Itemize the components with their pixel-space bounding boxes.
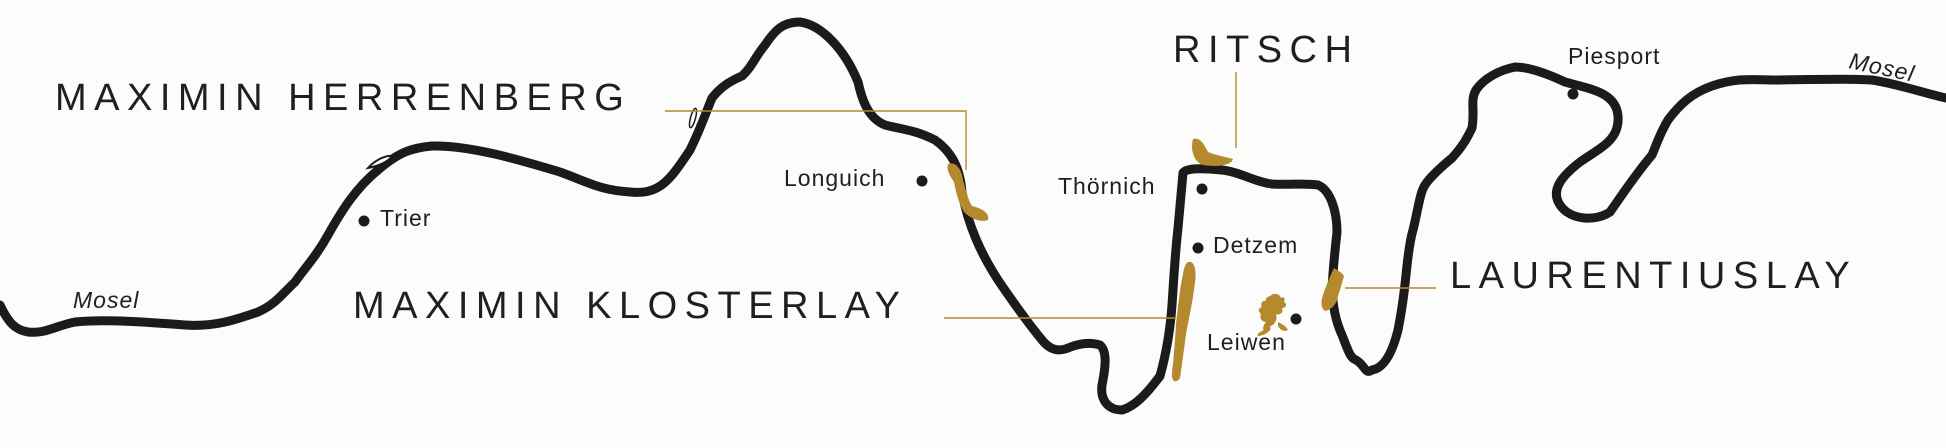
river-label-mosel-west: Mosel xyxy=(73,287,139,313)
island-herrenberg xyxy=(688,107,698,129)
town-dot-trier xyxy=(358,215,370,227)
island-trier xyxy=(365,154,394,170)
town-label-longuich: Longuich xyxy=(784,165,885,191)
town-label-trier: Trier xyxy=(380,205,431,231)
town-dot-leiwen xyxy=(1290,313,1302,325)
vineyard-parcel-klosterlay xyxy=(1171,261,1196,382)
vineyard-parcel-laurentiuslay xyxy=(1321,268,1344,311)
vineyard-label-klosterlay: MAXIMIN KLOSTERLAY xyxy=(353,285,908,327)
heraldic-lion-icon xyxy=(1257,293,1288,336)
town-label-thoernich: Thörnich xyxy=(1058,173,1155,199)
town-dot-piesport xyxy=(1567,88,1579,100)
town-dot-thoernich xyxy=(1196,183,1208,195)
town-markers xyxy=(358,88,1579,325)
vineyard-parcel-ritsch xyxy=(1192,138,1233,166)
town-dot-detzem xyxy=(1192,242,1204,254)
leader-lines xyxy=(665,72,1436,319)
vineyard-label-ritsch: RITSCH xyxy=(1173,29,1359,71)
town-dot-longuich xyxy=(916,175,928,187)
vineyard-parcels xyxy=(947,138,1344,382)
mosel-river xyxy=(0,17,1946,415)
town-label-detzem: Detzem xyxy=(1213,232,1298,258)
leader-herrenberg xyxy=(665,110,967,170)
vineyard-parcel-herrenberg xyxy=(947,163,989,221)
vineyard-label-herrenberg: MAXIMIN HERRENBERG xyxy=(55,77,631,119)
vineyard-label-laurentiuslay: LAURENTIUSLAY xyxy=(1450,255,1857,297)
town-label-piesport: Piesport xyxy=(1568,43,1660,69)
town-label-leiwen: Leiwen xyxy=(1207,329,1286,355)
